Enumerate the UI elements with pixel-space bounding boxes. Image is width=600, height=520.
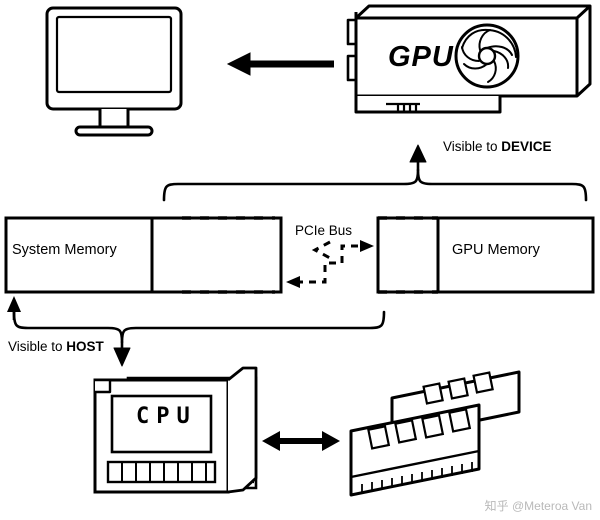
gpu-card <box>346 4 592 114</box>
monitor <box>45 6 183 137</box>
host-scope-brace <box>12 310 386 367</box>
system-memory-label: System Memory <box>12 242 117 258</box>
gpu-label: GPU <box>388 41 454 73</box>
visible-to-host-prefix: Visible to <box>8 339 67 354</box>
visible-to-device-label: Visible to DEVICE <box>443 140 552 154</box>
visible-to-device-prefix: Visible to <box>443 139 502 154</box>
visible-to-host-strong: HOST <box>66 339 104 354</box>
pcie-bus-label: PCIe Bus <box>295 223 353 238</box>
visible-to-device-strong: DEVICE <box>501 139 552 154</box>
pcie-arrowheads <box>286 240 374 288</box>
ram-modules <box>349 370 521 497</box>
visible-to-host-label: Visible to HOST <box>8 340 104 354</box>
pcie-bus-dashed-arrow <box>296 240 364 284</box>
gpu-to-monitor-arrow <box>226 52 334 76</box>
gpu-memory-bar <box>376 216 595 294</box>
cpu-to-ram-arrow <box>262 431 340 451</box>
system-memory-bar <box>4 216 283 294</box>
cpu-chip <box>93 366 258 494</box>
cpu-label: CPU <box>136 404 197 429</box>
device-scope-brace <box>162 144 588 202</box>
host-brace-up-arrow <box>7 296 21 320</box>
watermark: 知乎 @Meteroa Van <box>484 499 592 513</box>
gpu-memory-label: GPU Memory <box>452 242 540 258</box>
